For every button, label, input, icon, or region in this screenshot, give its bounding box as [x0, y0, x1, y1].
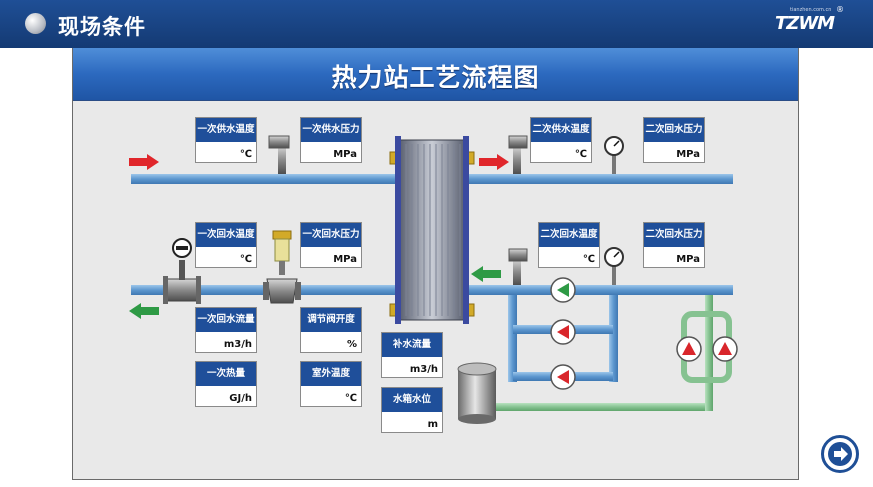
next-page-button[interactable] — [821, 435, 859, 473]
box-label: 补水流量 — [382, 333, 442, 357]
box-label: 调节阀开度 — [301, 308, 361, 332]
box-unit: MPa — [676, 254, 700, 265]
pressure-gauge-secondary-return — [604, 247, 624, 285]
box-label: 一次热量 — [196, 362, 256, 386]
box-label: 一次供水温度 — [196, 118, 256, 142]
loop-pipe-right — [609, 295, 618, 382]
arrow-right-secondary-supply — [479, 154, 509, 170]
box-unit: ℃ — [239, 254, 252, 265]
box-label: 二次供水温度 — [531, 118, 591, 142]
box-label: 一次回水压力 — [301, 223, 361, 247]
box-label: 水箱水位 — [382, 388, 442, 412]
pump-secondary-2 — [550, 319, 576, 345]
heat-exchanger-left-plate — [395, 136, 401, 324]
primary-return-temp-box: 一次回水温度 ℃ — [195, 222, 257, 268]
box-label: 二次回水温度 — [539, 223, 599, 247]
temp-sensor-primary-supply — [268, 135, 290, 174]
process-diagram — [129, 135, 738, 424]
box-unit: MPa — [333, 254, 357, 265]
box-label: 一次回水流量 — [196, 308, 256, 332]
box-unit: m3/h — [223, 339, 252, 350]
makeup-pipe-horizontal — [493, 403, 713, 411]
primary-supply-pressure-box: 一次供水压力 MPa — [300, 117, 362, 163]
box-unit: ℃ — [582, 254, 595, 265]
secondary-return-pressure-box: 二次回水压力 MPa — [643, 222, 705, 268]
box-unit: GJ/h — [229, 393, 252, 404]
box-unit: m3/h — [409, 364, 438, 375]
heat-exchanger-body — [399, 139, 465, 321]
box-label: 一次供水压力 — [301, 118, 361, 142]
makeup-pump-2 — [712, 336, 738, 362]
arrow-right-icon — [828, 442, 852, 466]
temp-sensor-secondary-return — [508, 248, 528, 285]
makeup-flow-box: 补水流量 m3/h — [381, 332, 443, 378]
pump-secondary-3 — [550, 364, 576, 390]
diagram-banner: 热力站工艺流程图 — [73, 48, 798, 101]
box-unit: ℃ — [239, 149, 252, 160]
header-bar: 现场条件 tianzhen.com.cn TZWM ® — [0, 0, 873, 48]
box-label: 二次回水压力 — [644, 223, 704, 247]
secondary-return-pressure-top-box: 二次回水压力 MPa — [643, 117, 705, 163]
heat-exchanger-plates — [405, 144, 461, 316]
flow-meter — [163, 238, 201, 304]
arrow-right-supply-in — [129, 154, 159, 170]
arrow-left-primary-return — [129, 303, 159, 319]
primary-return-pressure-box: 一次回水压力 MPa — [300, 222, 362, 268]
makeup-pipe-vertical — [705, 295, 713, 411]
primary-return-flow-box: 一次回水流量 m3/h — [195, 307, 257, 353]
secondary-return-temp-box: 二次回水温度 ℃ — [538, 222, 600, 268]
box-unit: ℃ — [344, 393, 357, 404]
logo-text: TZWM — [775, 13, 835, 34]
box-label: 一次回水温度 — [196, 223, 256, 247]
box-unit: MPa — [333, 149, 357, 160]
valve-opening-box: 调节阀开度 % — [300, 307, 362, 353]
tank-level-box: 水箱水位 m — [381, 387, 443, 433]
diagram-title: 热力站工艺流程图 — [331, 63, 540, 92]
box-label: 二次回水压力 — [644, 118, 704, 142]
makeup-pump-1 — [676, 336, 702, 362]
company-logo: tianzhen.com.cn TZWM ® — [770, 5, 850, 43]
pressure-gauge-secondary-supply — [604, 136, 624, 174]
process-diagram-panel: 热力站工艺流程图 — [72, 48, 799, 480]
arrow-left-secondary-return — [471, 266, 501, 282]
registered-mark: ® — [836, 5, 844, 14]
box-unit: ℃ — [574, 149, 587, 160]
water-tank — [457, 362, 497, 424]
secondary-supply-temp-box: 二次供水温度 ℃ — [530, 117, 592, 163]
outdoor-temp-box: 室外温度 ℃ — [300, 361, 362, 407]
heat-exchanger-right-plate — [463, 136, 469, 324]
temp-sensor-secondary-supply — [508, 135, 528, 174]
box-unit: m — [427, 419, 438, 430]
box-unit: % — [346, 339, 357, 350]
loop-pipe-left — [508, 295, 517, 382]
pump-secondary-1 — [550, 277, 576, 303]
box-label: 室外温度 — [301, 362, 361, 386]
control-valve — [263, 230, 301, 304]
logo-url: tianzhen.com.cn — [790, 7, 832, 13]
page-title: 现场条件 — [58, 15, 146, 39]
primary-supply-temp-box: 一次供水温度 ℃ — [195, 117, 257, 163]
primary-heat-box: 一次热量 GJ/h — [195, 361, 257, 407]
bullet-icon — [25, 13, 46, 34]
box-unit: MPa — [676, 149, 700, 160]
